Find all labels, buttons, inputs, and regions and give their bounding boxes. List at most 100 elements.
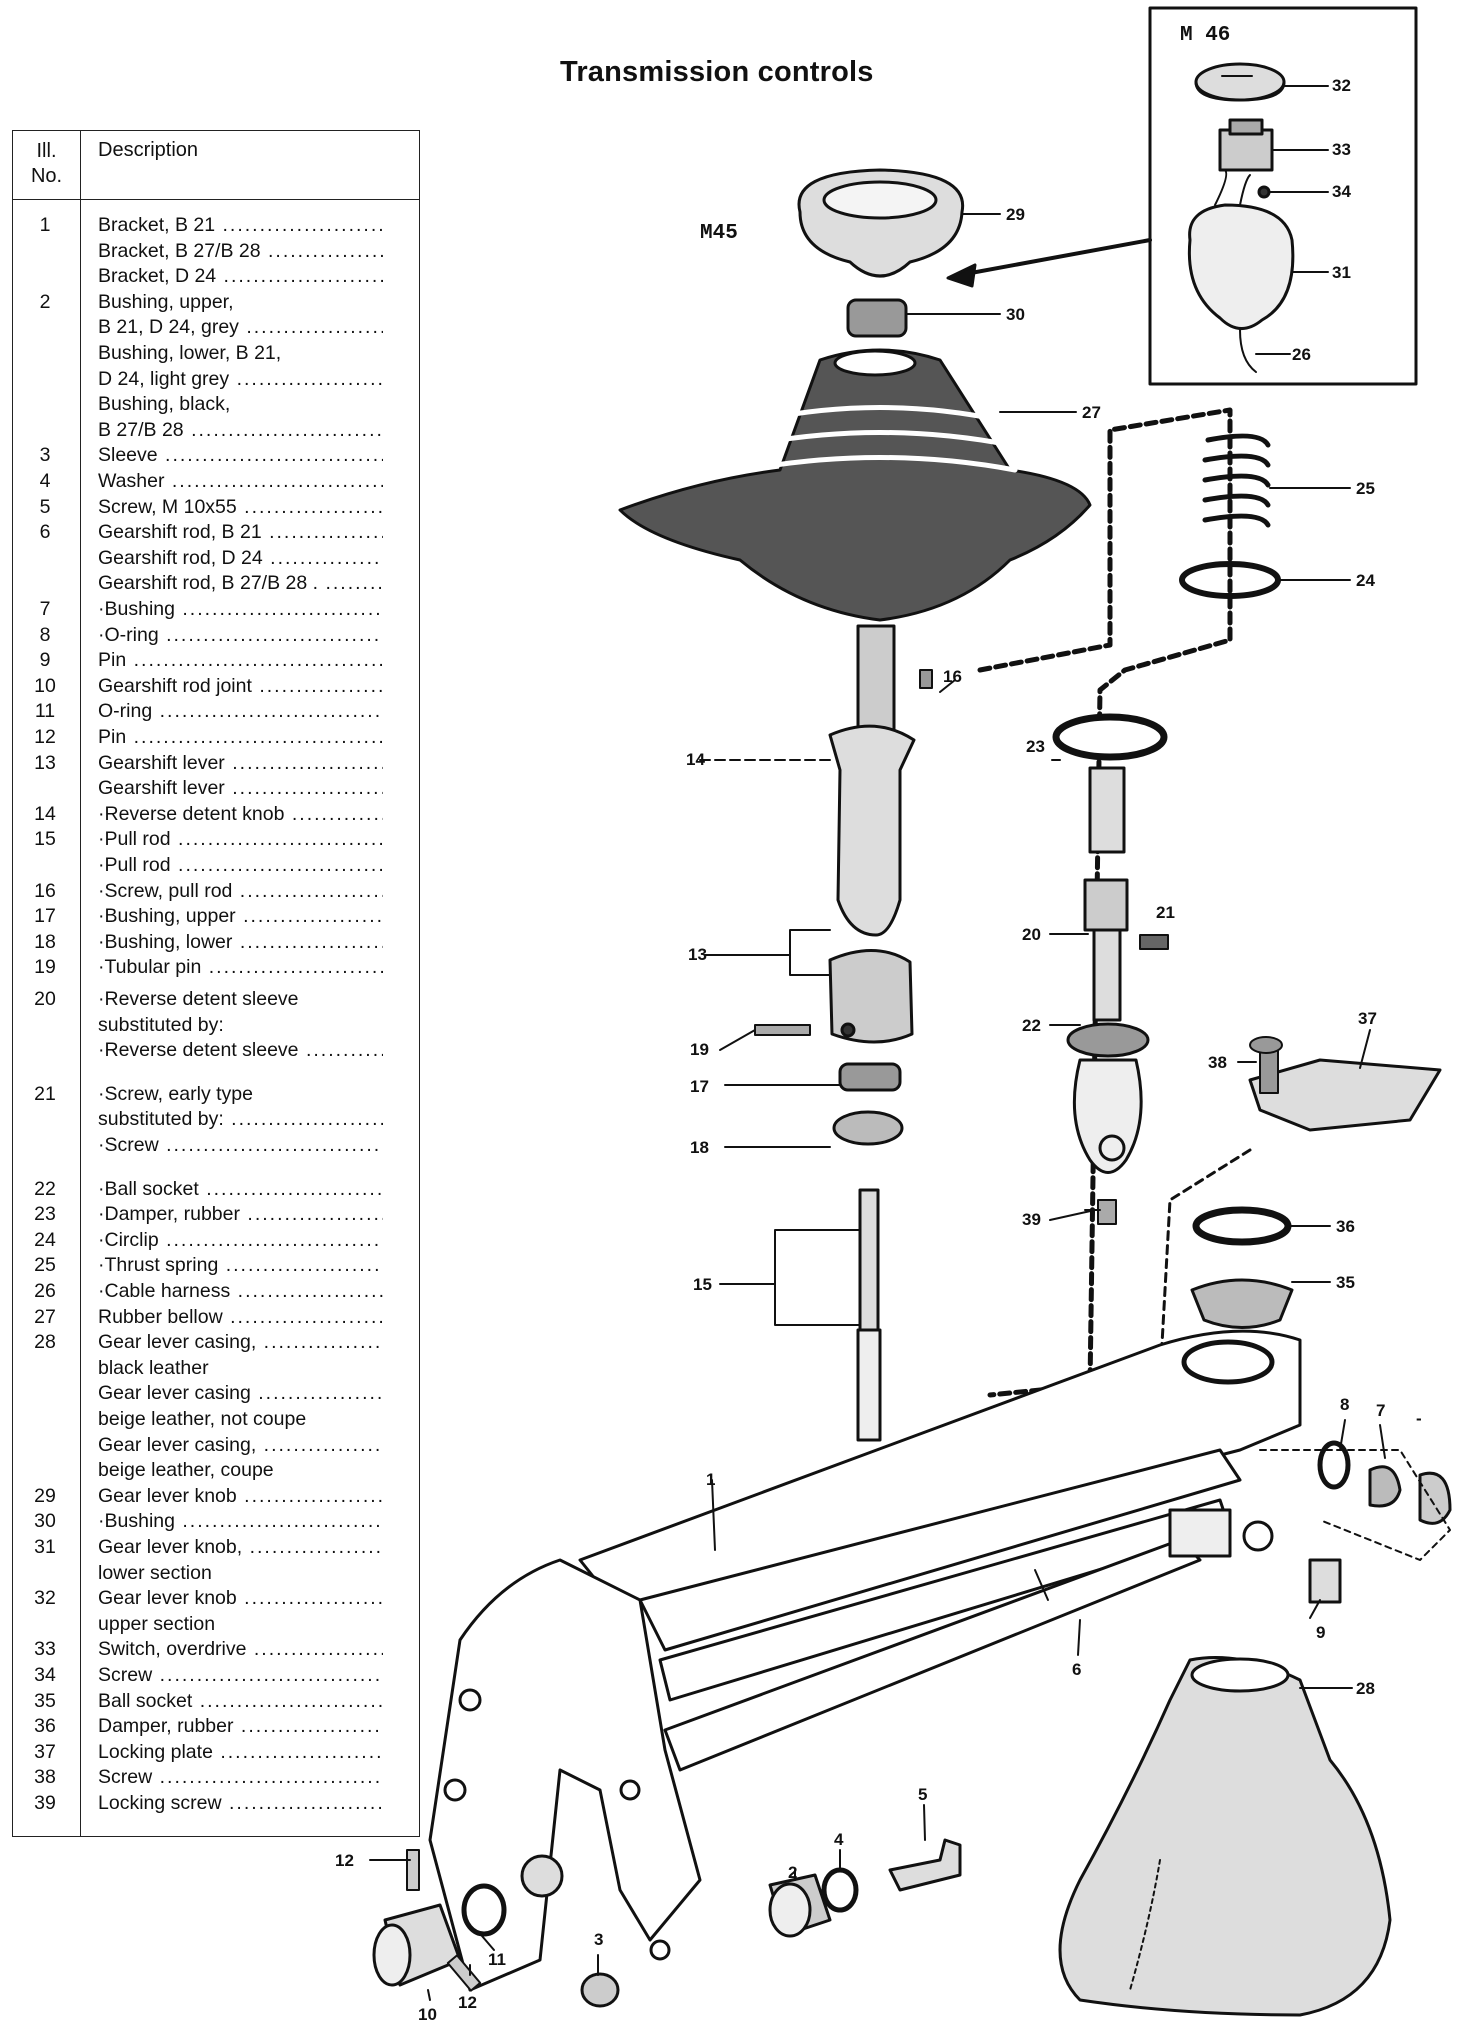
row-ill-no: 1 bbox=[39, 214, 51, 236]
table-row: 22·Ball socket bbox=[13, 1176, 413, 1202]
callout-22: 22 bbox=[1022, 1016, 1041, 1035]
header-no: No. bbox=[30, 165, 63, 187]
row-description: Screw bbox=[98, 1764, 383, 1790]
table-row: 18·Bushing, lower bbox=[13, 929, 413, 955]
table-row: Bracket, B 27/B 28 bbox=[13, 238, 413, 264]
row-ill-no: 36 bbox=[34, 1715, 56, 1738]
table-row: Gearshift lever bbox=[13, 775, 413, 801]
callout-36: 36 bbox=[1336, 1217, 1355, 1236]
row-ill-no: 15 bbox=[34, 828, 56, 851]
callout-19: 19 bbox=[690, 1040, 709, 1059]
callout-26: 26 bbox=[1292, 345, 1311, 364]
row-description: ·Tubular pin bbox=[98, 954, 383, 980]
callout-5: 5 bbox=[918, 1785, 927, 1804]
row-ill-no: 28 bbox=[34, 1331, 56, 1354]
row-ill-no: 39 bbox=[34, 1792, 56, 1814]
row-description: Bracket, D 24 bbox=[98, 263, 383, 289]
row-description: Gear lever knob bbox=[98, 1483, 383, 1509]
callout-4: 4 bbox=[834, 1830, 844, 1849]
callout-11: 11 bbox=[488, 1950, 506, 1969]
callout-7: 7 bbox=[1376, 1401, 1385, 1420]
leather-casing bbox=[1058, 1656, 1392, 2017]
row-description: Gear lever casing, bbox=[98, 1432, 383, 1458]
row-description: ·Cable harness bbox=[98, 1278, 383, 1304]
table-row: beige leather, not coupe bbox=[13, 1406, 413, 1432]
row-description: Switch, overdrive bbox=[98, 1636, 383, 1662]
table-row: 4 Washer bbox=[13, 468, 413, 494]
row-ill-no: 34 bbox=[34, 1664, 56, 1686]
table-row: 39 Locking screw bbox=[13, 1790, 413, 1816]
row-description: Sleeve bbox=[98, 442, 383, 468]
row-description: Gearshift rod, B 21 bbox=[98, 519, 383, 545]
table-row: ·Reverse detent sleeve bbox=[13, 1037, 413, 1063]
row-ill-no: 19 bbox=[34, 956, 56, 979]
callout-8: 8 bbox=[1340, 1395, 1349, 1414]
row-description: ·Pull rod bbox=[98, 852, 383, 878]
row-ill-no: 31 bbox=[34, 1536, 56, 1558]
row-description: Gear lever casing, bbox=[98, 1329, 383, 1355]
row-ill-no: 8 bbox=[39, 623, 51, 646]
row-description: Gearshift lever bbox=[98, 750, 383, 776]
row-description: ·Thrust spring bbox=[98, 1252, 383, 1278]
callout-29: 29 bbox=[1006, 205, 1025, 224]
row-ill-no: 7 bbox=[39, 598, 51, 620]
row-description: Locking screw bbox=[98, 1790, 383, 1816]
table-row: 19 ·Tubular pin bbox=[13, 954, 413, 980]
row-description: Damper, rubber bbox=[98, 1713, 383, 1739]
row-ill-no: 3 bbox=[39, 444, 51, 467]
row-description: ·Bushing bbox=[98, 596, 383, 622]
table-row: 15·Pull rod bbox=[13, 826, 413, 852]
row-description: upper section bbox=[98, 1612, 216, 1635]
row-ill-no: 24 bbox=[34, 1228, 56, 1251]
table-row: D 24, light grey bbox=[13, 366, 413, 392]
row-description: ·Bushing, upper bbox=[98, 903, 383, 929]
table-row: 26 ·Cable harness bbox=[13, 1278, 413, 1304]
table-row: 30·Bushing bbox=[13, 1508, 413, 1534]
table-row: 23·Damper, rubber bbox=[13, 1201, 413, 1227]
row-description: ·Screw bbox=[98, 1132, 383, 1158]
row-description: Bushing, lower, B 21, bbox=[98, 342, 282, 364]
callout-1: 1 bbox=[706, 1470, 715, 1489]
row-description: ·Reverse detent sleeve bbox=[98, 988, 299, 1010]
row-description: Pin bbox=[98, 647, 383, 673]
row-ill-no: 27 bbox=[34, 1305, 56, 1328]
m46-label: M 46 bbox=[1180, 24, 1230, 47]
row-description: Washer bbox=[98, 468, 383, 494]
row-description: Screw, M 10x55 bbox=[98, 494, 383, 520]
row-description: ·Bushing, lower bbox=[98, 929, 383, 955]
callout-30: 30 bbox=[1006, 305, 1025, 324]
callout-32: 32 bbox=[1332, 76, 1351, 95]
table-header-rule bbox=[13, 199, 419, 200]
row-description: ·Reverse detent sleeve bbox=[98, 1037, 383, 1063]
row-description: D 24, light grey bbox=[98, 366, 383, 392]
row-ill-no: 32 bbox=[34, 1587, 56, 1610]
callout-labels: 1 2 3 4 5 6 7 8 9 10 11 12 12 13 14 15 1… bbox=[335, 76, 1422, 2024]
row-ill-no: 14 bbox=[34, 802, 56, 825]
row-ill-no: 26 bbox=[34, 1280, 56, 1302]
row-ill-no: 21 bbox=[34, 1082, 56, 1105]
table-row: Gear lever casing, bbox=[13, 1432, 413, 1458]
table-row: 32 Gear lever knob bbox=[13, 1585, 413, 1611]
table-row: B 27/B 28 bbox=[13, 417, 413, 443]
page-title: Transmission controls bbox=[560, 56, 874, 88]
row-description: Bracket, B 21 bbox=[98, 212, 383, 238]
callout-2: 2 bbox=[788, 1863, 797, 1882]
row-ill-no: 25 bbox=[34, 1254, 56, 1277]
row-ill-no: 4 bbox=[39, 470, 51, 492]
table-row: 7 ·Bushing bbox=[13, 596, 413, 622]
row-description: Gear lever knob bbox=[98, 1585, 383, 1611]
callout-37: 37 bbox=[1358, 1009, 1377, 1028]
table-row: 8·O-ring bbox=[13, 622, 413, 648]
row-description: substituted by: bbox=[98, 1106, 383, 1132]
reverse-detent-assembly bbox=[1052, 433, 1351, 1225]
row-description: beige leather, coupe bbox=[98, 1459, 274, 1482]
